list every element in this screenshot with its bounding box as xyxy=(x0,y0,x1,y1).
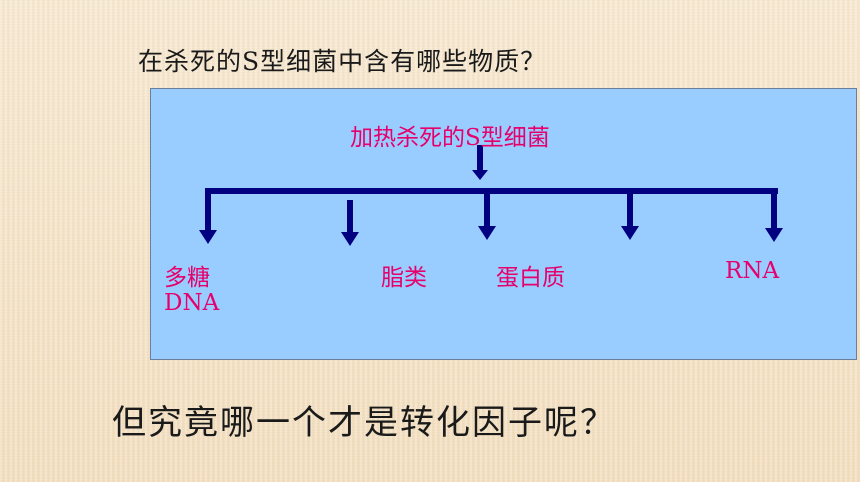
trunk-line xyxy=(205,188,778,194)
leaf-label-3: 蛋白质 xyxy=(496,265,565,291)
branch-arrow-4 xyxy=(621,194,639,240)
question-text: 在杀死的S型细菌中含有哪些物质？ xyxy=(138,47,547,76)
extra-label-dna: DNA xyxy=(164,290,220,316)
leaf-label-5: RNA xyxy=(725,258,780,284)
root-arrow-head xyxy=(472,170,488,180)
closing-question: 但究竟哪一个才是转化因子呢？ xyxy=(112,403,616,443)
root-stem xyxy=(477,145,483,171)
leaf-label-2: 脂类 xyxy=(381,265,427,291)
branch-arrow-3 xyxy=(478,194,496,240)
leaf-label-1: 多糖 xyxy=(164,265,210,291)
branch-arrow-5 xyxy=(765,194,783,242)
diagram-panel xyxy=(150,88,857,360)
branch-arrow-1 xyxy=(199,194,217,244)
branch-arrow-2 xyxy=(341,200,359,246)
root-label: 加热杀死的S型细菌 xyxy=(350,125,550,151)
